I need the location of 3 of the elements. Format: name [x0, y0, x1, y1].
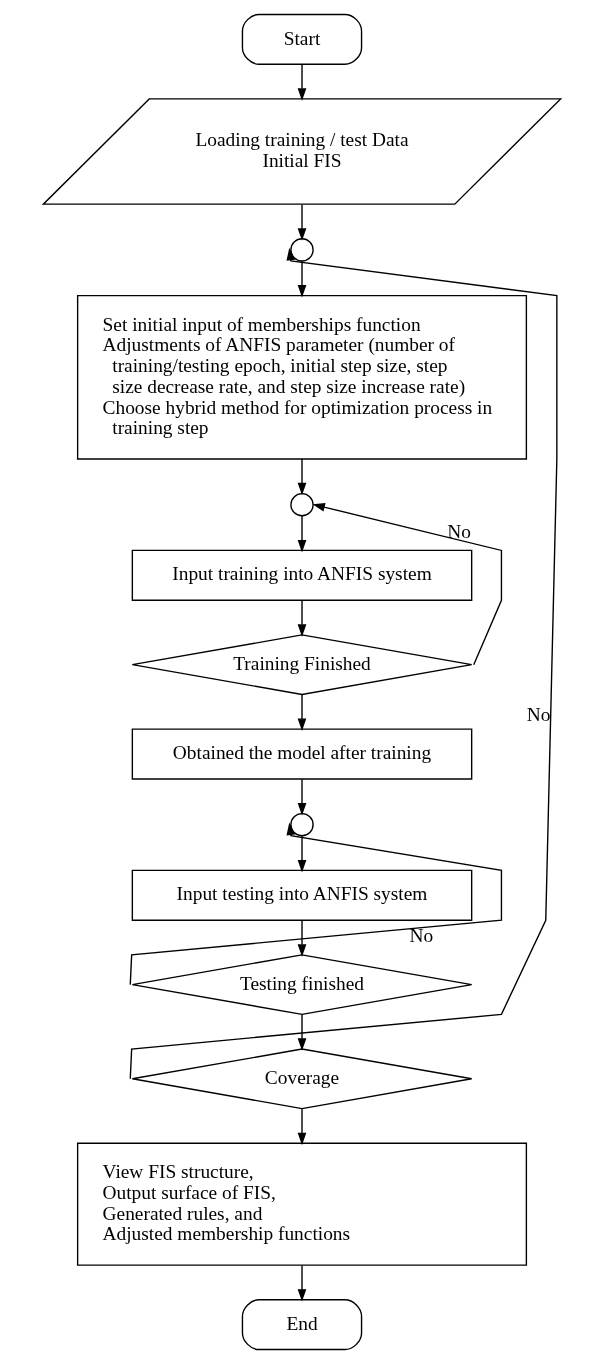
edge-label: No [447, 520, 472, 542]
edge-label: No [409, 925, 434, 947]
edge-label: No [526, 703, 551, 725]
